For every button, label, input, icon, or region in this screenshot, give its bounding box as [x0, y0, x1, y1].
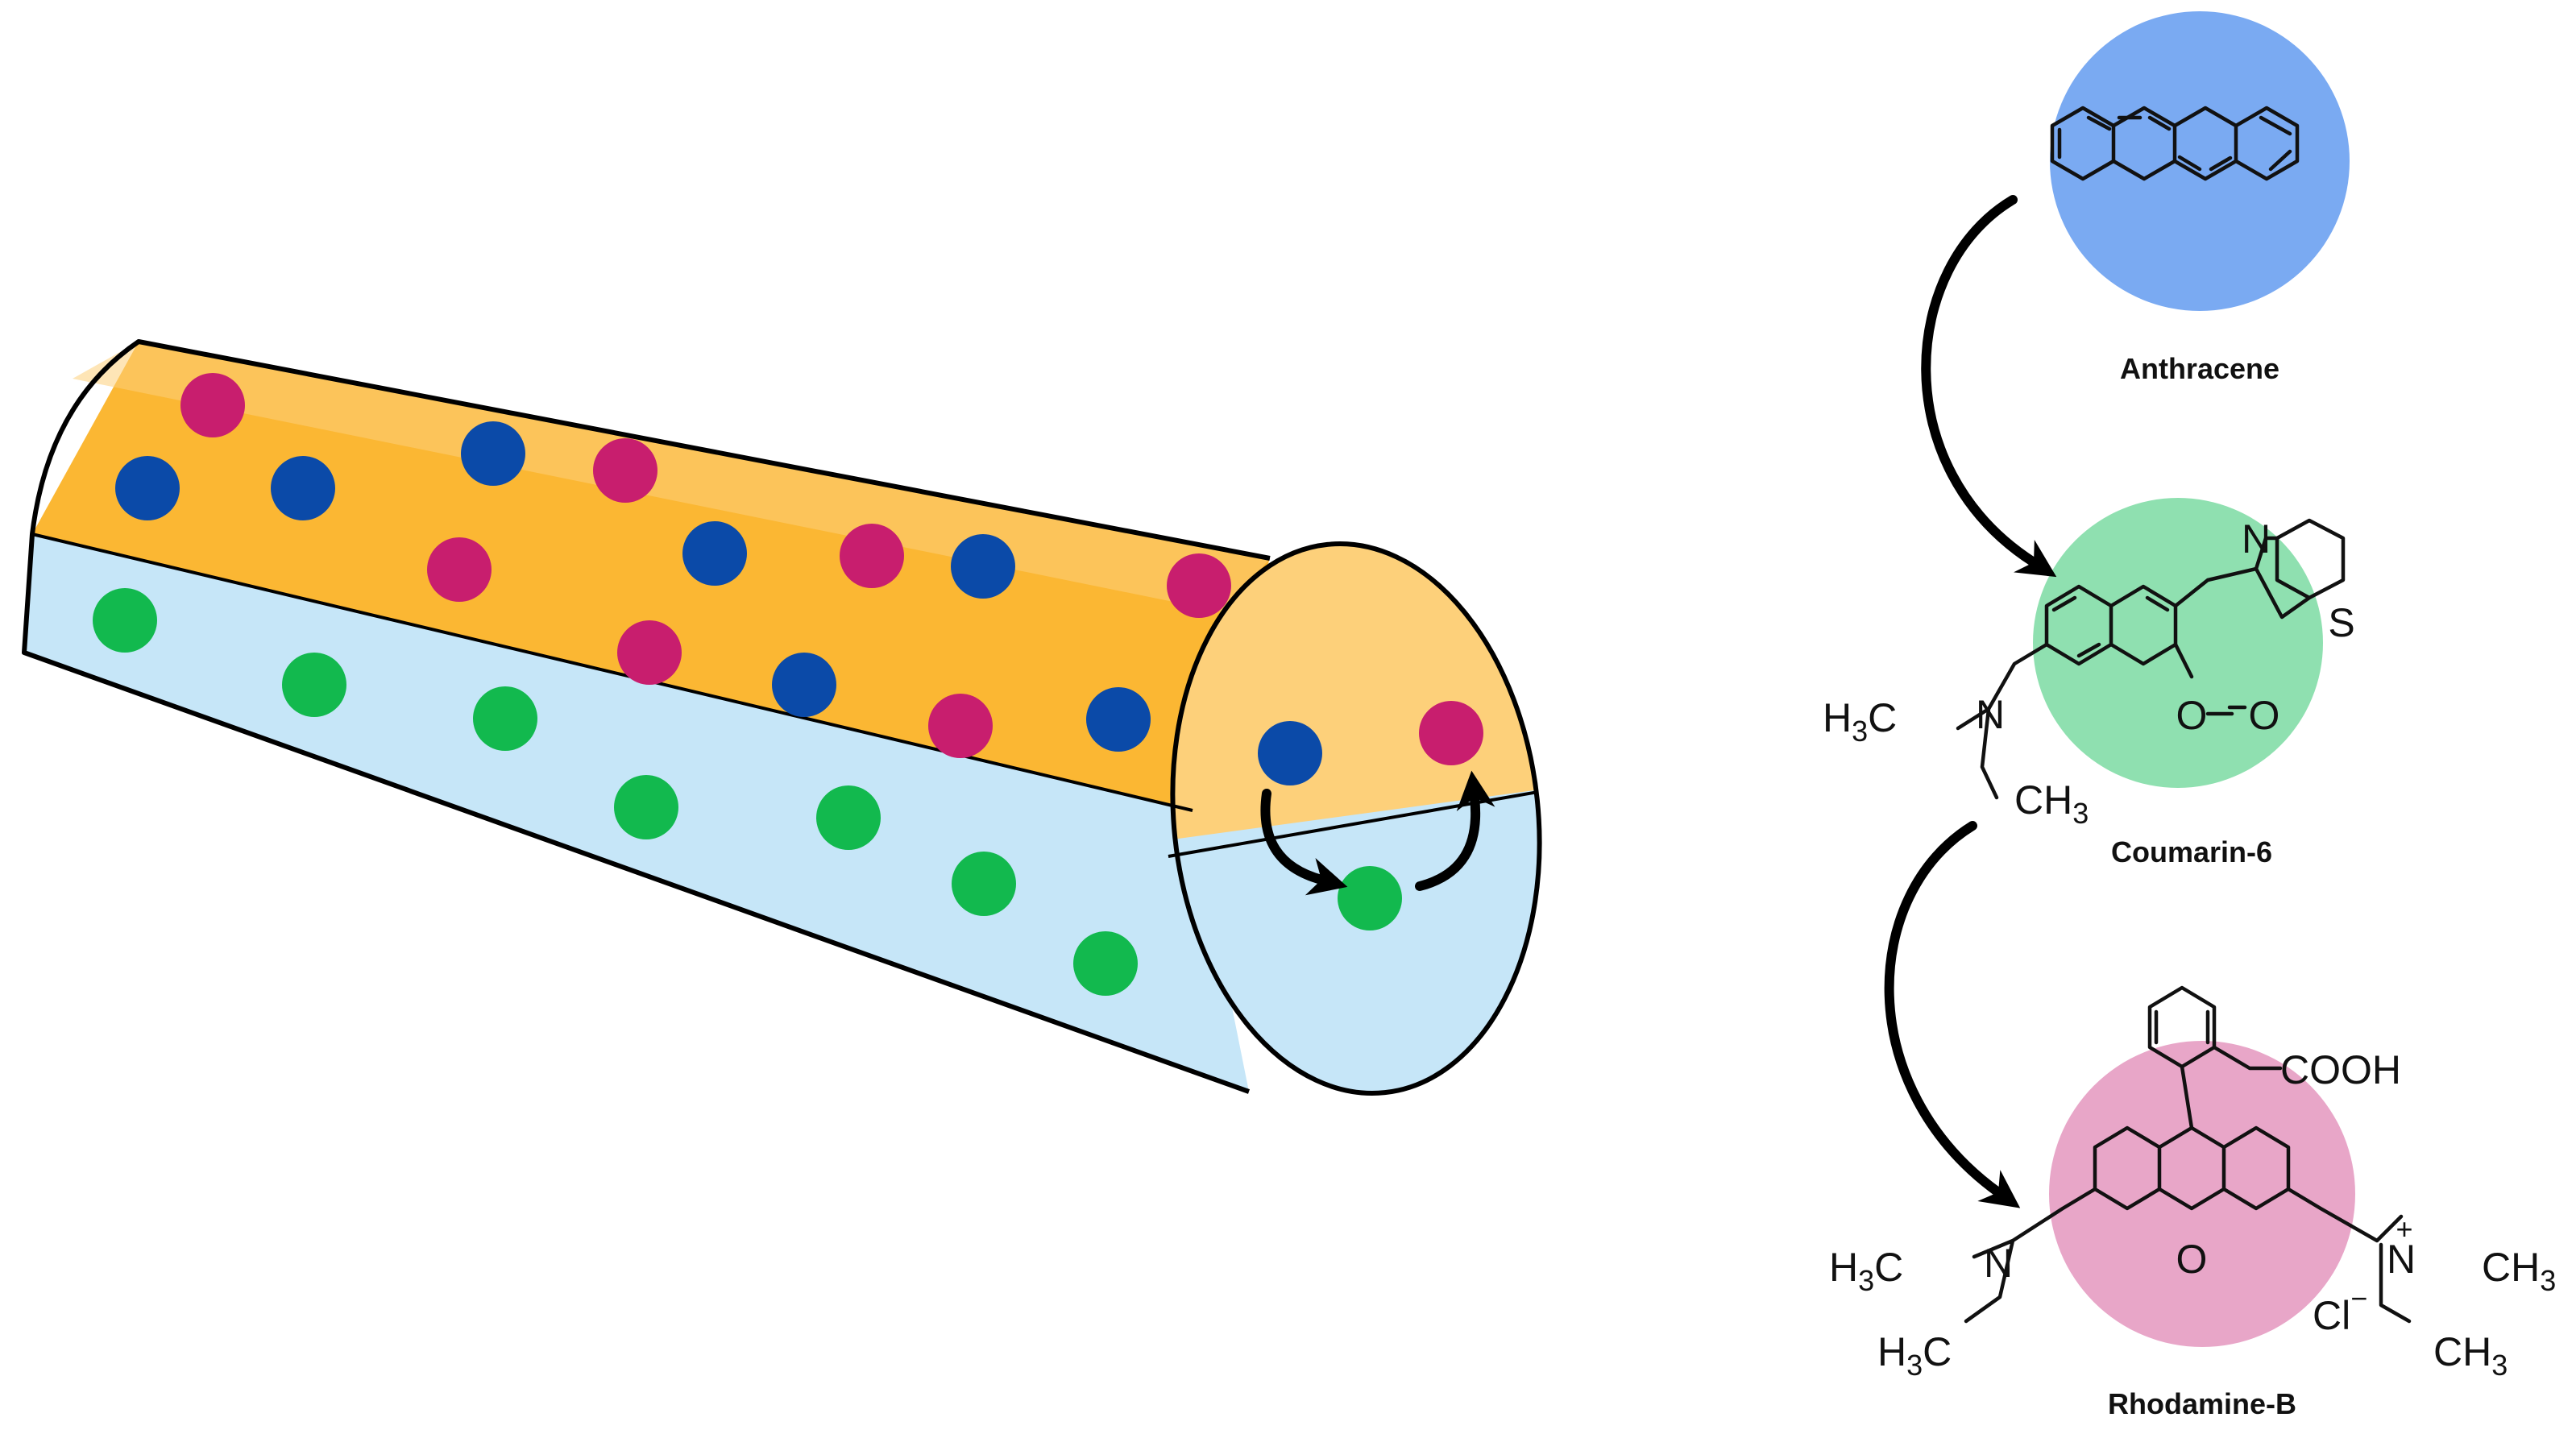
fiber-diagram [22, 339, 1566, 1096]
anthracene-circle [2050, 11, 2350, 311]
rhodamine-molecule: COOH O N N + Cl− H3C H3C CH3 CH3 Rhodami… [1829, 985, 2556, 1420]
circle-icon [952, 852, 1016, 916]
rhodamine-h3c-top: H3C [1829, 1245, 1903, 1297]
circle-icon [617, 620, 682, 685]
circle-icon [840, 524, 904, 588]
circle-icon [951, 534, 1015, 599]
circle-icon [1419, 701, 1483, 765]
circle-icon [682, 521, 747, 586]
anthracene-label: Anthracene [2120, 352, 2279, 385]
curved-arrow-icon [1415, 770, 1495, 891]
circle-icon [1338, 866, 1402, 930]
circle-icon [1167, 553, 1231, 618]
coumarin-s-atom: S [2328, 600, 2354, 645]
rhodamine-ch3-bottom: CH3 [2433, 1329, 2508, 1382]
circle-icon [614, 775, 678, 839]
fret-cascade: Anthracene N S O O N H3C CH3 Couma [1823, 11, 2556, 1420]
circle-icon [593, 438, 657, 503]
fiber-cladding-upper [32, 342, 1270, 810]
circle-icon [461, 421, 525, 486]
coumarin-circle [2033, 498, 2323, 788]
rhodamine-cl: Cl− [2313, 1282, 2367, 1338]
coumarin-molecule: N S O O N H3C CH3 Coumarin-6 [1823, 498, 2355, 868]
coumarin-o-carbonyl: O [2249, 693, 2280, 738]
circle-icon [115, 456, 180, 520]
circle-icon [1073, 931, 1138, 996]
rhodamine-o-ring: O [2176, 1237, 2208, 1282]
rhodamine-n-left: N [1984, 1241, 2013, 1286]
coumarin-h3c: H3C [1823, 695, 1897, 748]
rhodamine-ch3-right: CH3 [2482, 1245, 2556, 1297]
circle-icon [928, 694, 993, 758]
curved-arrow-icon [1884, 821, 2021, 1208]
coumarin-label: Coumarin-6 [2111, 835, 2272, 868]
circle-icon [1258, 721, 1322, 785]
circle-icon [282, 653, 346, 717]
circle-icon [271, 456, 335, 520]
rhodamine-cooh: COOH [2280, 1047, 2401, 1092]
anthracene-molecule: Anthracene [2050, 11, 2350, 385]
circle-icon [93, 588, 157, 653]
anthracene-structure [2050, 106, 2300, 181]
rhodamine-structure [1964, 985, 2412, 1324]
circle-icon [473, 686, 537, 751]
coumarin-ch3: CH3 [2014, 777, 2089, 830]
fiber-outline [22, 339, 1271, 1094]
coumarin-structure [1956, 518, 2346, 800]
curved-arrow-icon [1260, 789, 1348, 896]
coumarin-n-amine: N [1976, 692, 2005, 737]
circle-icon [1086, 687, 1151, 752]
coumarin-n-atom: N [2242, 516, 2271, 562]
circle-icon [180, 373, 245, 437]
circle-icon [816, 785, 881, 850]
rhodamine-plus: + [2396, 1212, 2412, 1245]
circle-icon [427, 537, 492, 602]
circle-icon [772, 653, 836, 717]
rhodamine-label: Rhodamine-B [2108, 1387, 2296, 1420]
curved-arrow-icon [1921, 195, 2057, 578]
rhodamine-circle [2049, 1041, 2355, 1347]
dye-dots [93, 373, 1483, 996]
coumarin-o-ring: O [2176, 693, 2208, 738]
rhodamine-n-right: N [2387, 1237, 2416, 1282]
rhodamine-h3c-bottom: H3C [1877, 1329, 1952, 1382]
